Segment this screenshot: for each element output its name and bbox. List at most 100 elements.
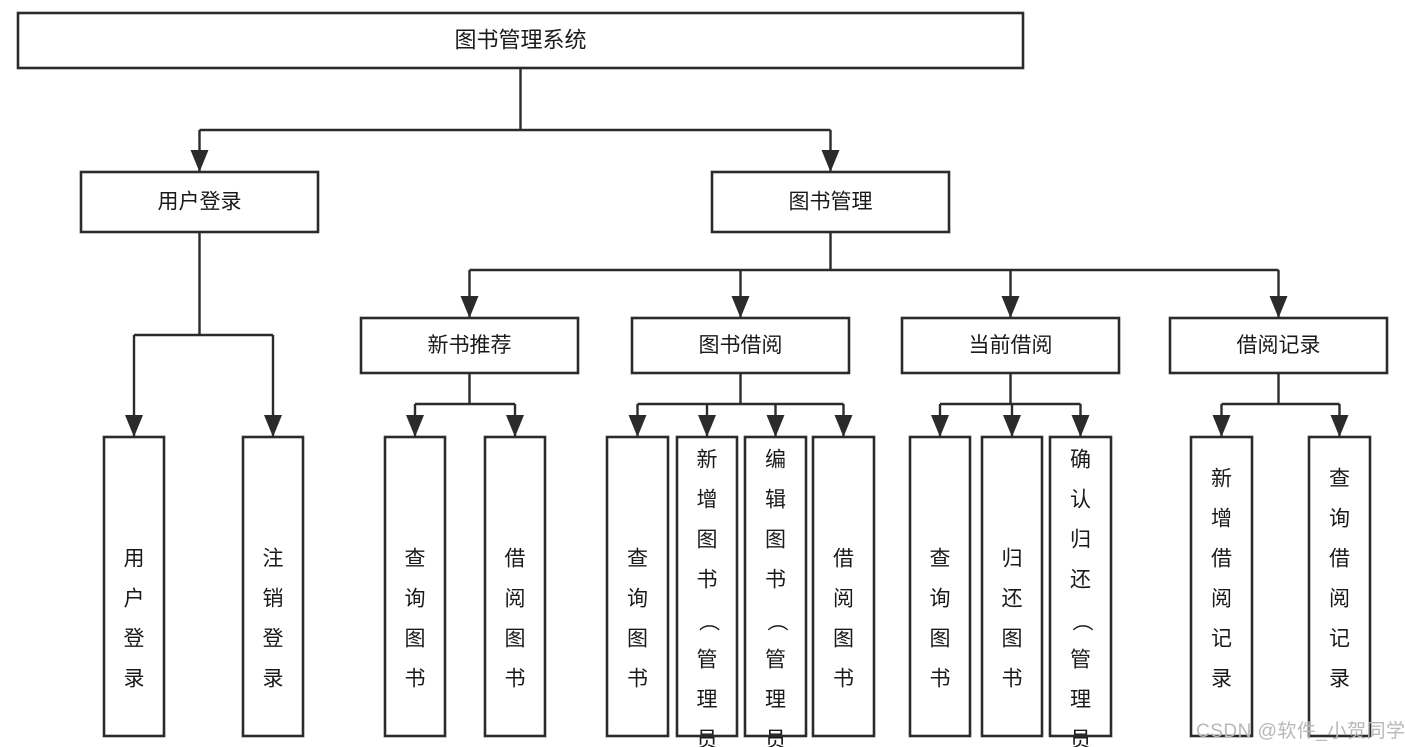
node-rect[interactable] [383, 435, 447, 738]
leaf-label-char: 管 [697, 649, 718, 672]
node-box-2[interactable]: 新书推荐 [359, 316, 580, 375]
node-label: 借阅记录 [1237, 334, 1321, 357]
leaf-label-char: 记 [1329, 628, 1350, 651]
node-layer: 图书管理系统用户登录图书管理用户登录注销登录新书推荐图书借阅当前借阅借阅记录查询… [16, 11, 1389, 747]
leaf-label-char: 登 [124, 628, 145, 651]
arrow-head-icon [1003, 415, 1021, 437]
arrow-head-icon [1212, 415, 1231, 437]
leaf-node[interactable]: 用户登录 [102, 435, 166, 738]
connector-layer [125, 68, 1349, 437]
leaf-label-char: 认 [1070, 489, 1091, 512]
node-rect[interactable] [483, 435, 547, 738]
node-box-2[interactable]: 当前借阅 [900, 316, 1121, 375]
arrow-head-icon [1330, 415, 1349, 437]
node-rect[interactable] [605, 435, 670, 738]
node-rect[interactable] [1189, 435, 1254, 738]
leaf-label-char: 询 [405, 588, 426, 611]
leaf-label-char: 新 [697, 449, 718, 472]
leaf-label-char: 图 [930, 628, 951, 651]
arrow-head-icon [766, 415, 785, 437]
node-rect[interactable] [359, 316, 580, 375]
leaf-label-char: 户 [124, 588, 145, 611]
leaf-label-char: 确 [1070, 449, 1091, 472]
leaf-label-char: 书 [405, 668, 426, 691]
leaf-label-char: 书 [765, 569, 786, 592]
node-rect[interactable] [241, 435, 305, 738]
leaf-label-char: 借 [505, 548, 526, 571]
arrow-head-icon [125, 415, 143, 437]
node-label: 图书借阅 [699, 334, 783, 357]
leaf-label-char: 借 [833, 548, 854, 571]
node-box-2[interactable]: 图书借阅 [630, 316, 851, 375]
arrow-head-icon [406, 415, 424, 437]
leaf-label-char: 理 [1070, 689, 1091, 712]
leaf-label-char: 阅 [505, 588, 526, 611]
node-rect[interactable] [1168, 316, 1389, 375]
node-rect[interactable] [743, 435, 808, 738]
leaf-label-char: 书 [627, 668, 648, 691]
leaf-label-char: 归 [1002, 548, 1023, 571]
arrow-head-icon [264, 415, 282, 437]
node-rect[interactable] [79, 170, 320, 234]
leaf-label-char: 录 [1329, 668, 1350, 691]
leaf-label-char: 查 [930, 548, 951, 571]
arrow-head-icon [190, 150, 209, 172]
leaf-label-char: 员 [697, 729, 718, 747]
watermark-label: CSDN @软件_小贺同学 [1196, 721, 1405, 742]
node-box-1[interactable]: 图书管理 [710, 170, 951, 234]
leaf-label-char: 员 [765, 729, 786, 747]
node-rect[interactable] [980, 435, 1044, 738]
node-rect[interactable] [908, 435, 972, 738]
leaf-label-char: 录 [263, 668, 284, 691]
arrow-head-icon [1001, 296, 1020, 318]
leaf-label-char: 理 [765, 689, 786, 712]
root-node[interactable]: 图书管理系统 [16, 11, 1025, 70]
node-label: 当前借阅 [969, 334, 1053, 357]
node-label: 新书推荐 [428, 334, 512, 357]
leaf-label-char: 录 [124, 668, 145, 691]
node-box-2[interactable]: 借阅记录 [1168, 316, 1389, 375]
arrow-head-icon [1071, 415, 1090, 437]
node-rect[interactable] [102, 435, 166, 738]
leaf-label-char: 书 [1002, 668, 1023, 691]
leaf-label-char: 询 [930, 588, 951, 611]
node-label: 图书管理系统 [454, 27, 586, 52]
leaf-label-char: 辑 [765, 489, 786, 512]
leaf-label-char: 管 [1070, 649, 1091, 672]
node-rect[interactable] [710, 170, 951, 234]
leaf-label-char: 增 [697, 489, 718, 512]
node-rect[interactable] [811, 435, 876, 738]
leaf-label-char: 编 [765, 449, 786, 472]
node-rect[interactable] [630, 316, 851, 375]
leaf-label-char: 图 [405, 628, 426, 651]
leaf-label-char: 查 [405, 548, 426, 571]
leaf-label-char: 销 [263, 588, 284, 611]
leaf-label-char: 归 [1070, 529, 1091, 552]
leaf-label-char: 查 [1329, 468, 1350, 491]
leaf-label-char: 书 [833, 668, 854, 691]
arrow-head-icon [1269, 296, 1288, 318]
leaf-label-char: 登 [263, 628, 284, 651]
node-box-1[interactable]: 用户登录 [79, 170, 320, 234]
leaf-label-char: 图 [697, 529, 718, 552]
node-rect[interactable] [16, 11, 1025, 70]
node-rect[interactable] [900, 316, 1121, 375]
node-rect[interactable] [1048, 435, 1113, 738]
leaf-label-char: 借 [1329, 548, 1350, 571]
node-rect[interactable] [1307, 435, 1372, 738]
node-rect[interactable] [675, 435, 739, 738]
